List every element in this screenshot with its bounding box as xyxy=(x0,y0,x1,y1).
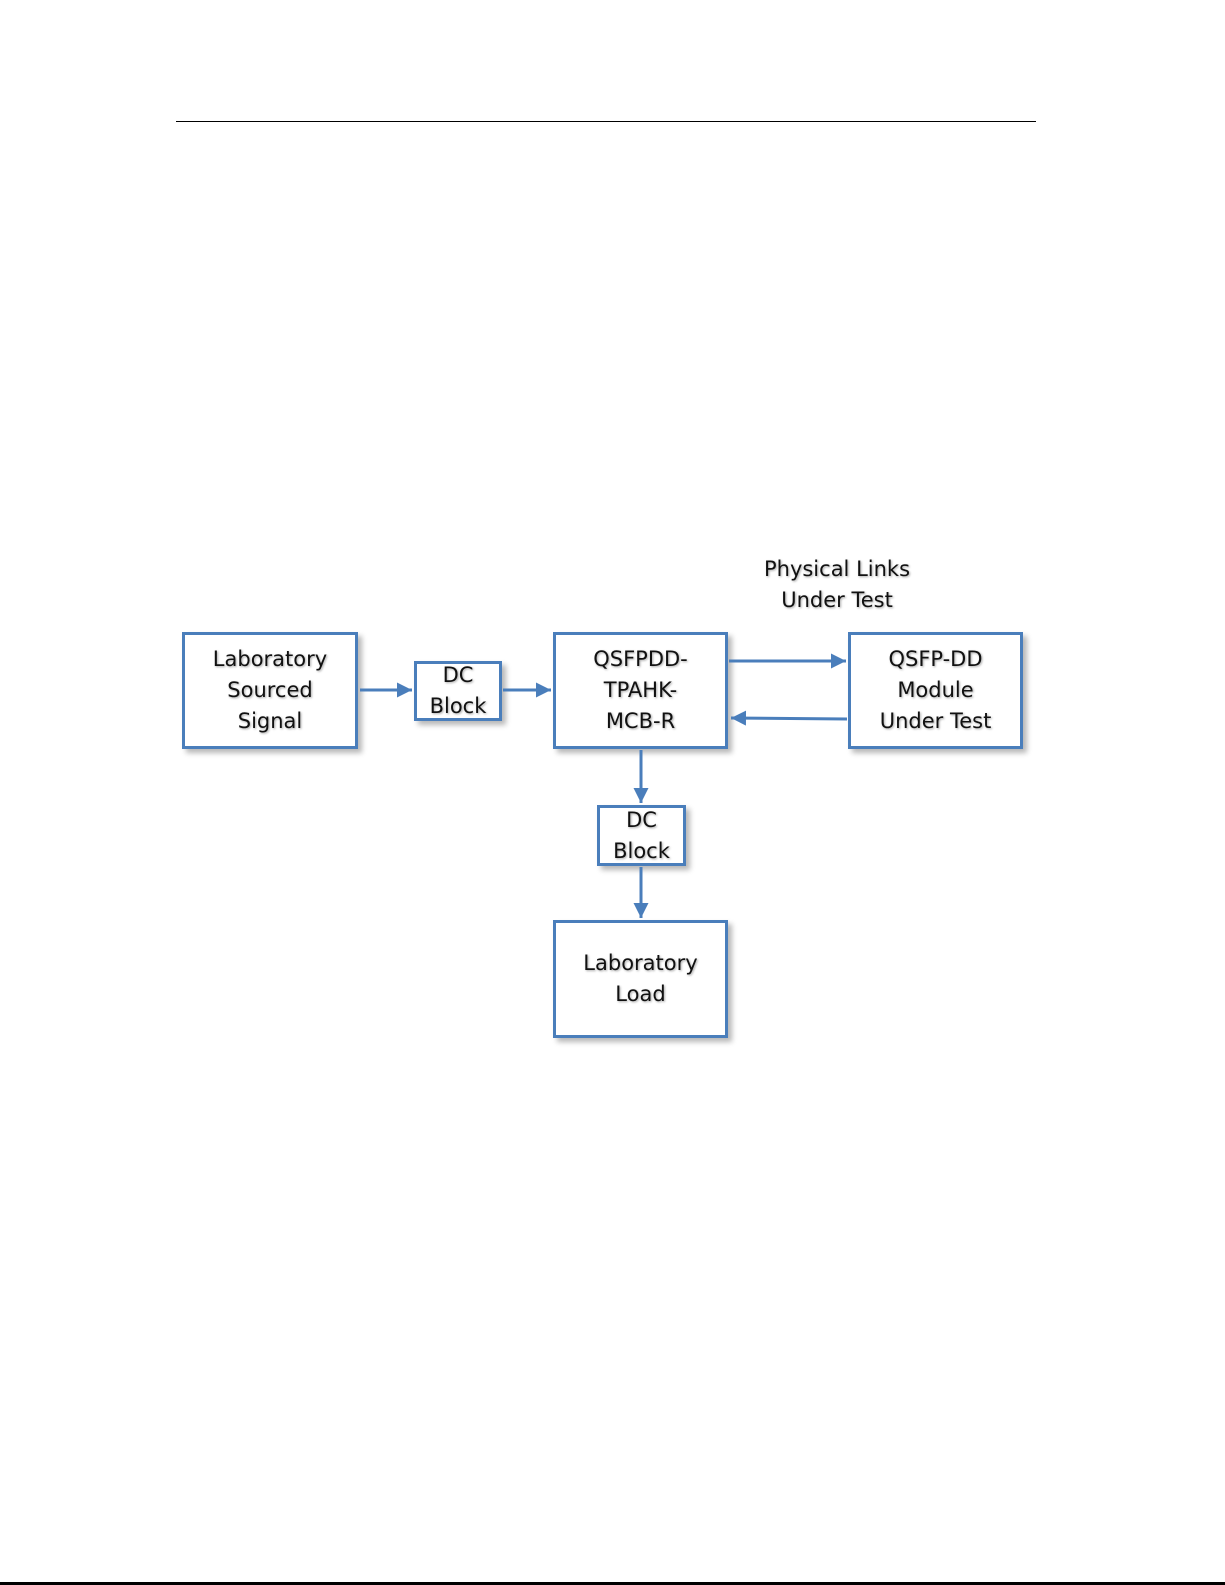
arrow-module-to-fixture xyxy=(731,718,847,719)
